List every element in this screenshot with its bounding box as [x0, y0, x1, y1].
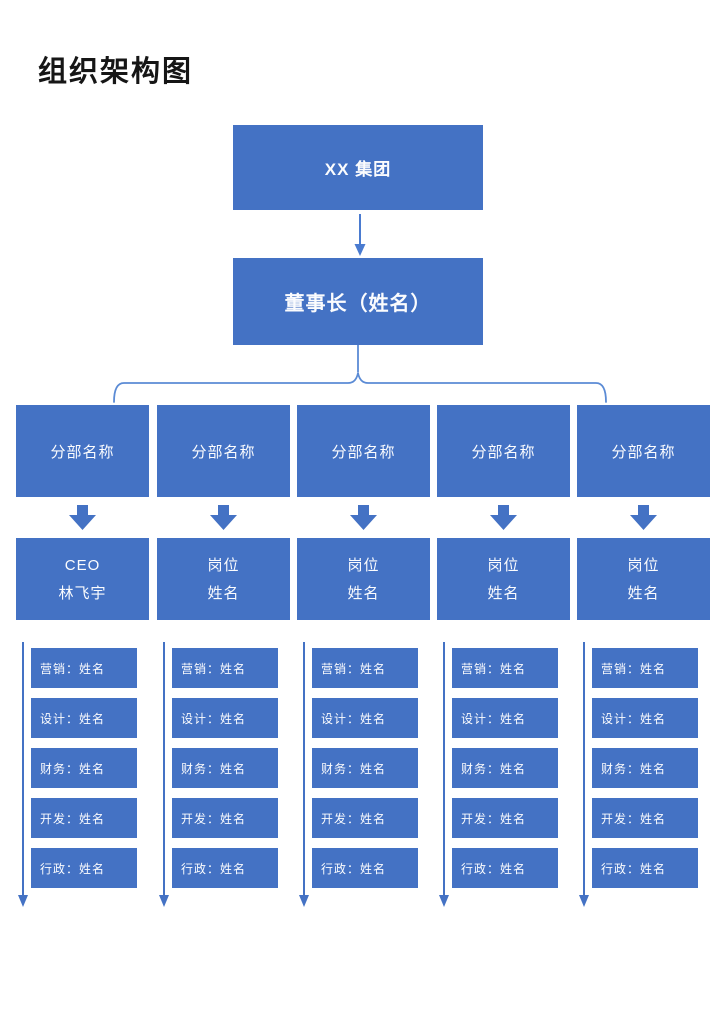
down-arrow-icon [354, 214, 366, 256]
staff-item: 行政：姓名 [592, 848, 698, 888]
block-down-arrow-icon [630, 505, 657, 530]
staff-item: 行政：姓名 [312, 848, 418, 888]
group-box: XX 集团 [233, 125, 483, 210]
staff-list: 营销：姓名 设计：姓名 财务：姓名 开发：姓名 行政：姓名 [592, 648, 698, 888]
leader-person: 姓名 [347, 584, 380, 602]
staff-item: 开发：姓名 [172, 798, 278, 838]
division-name-box: 分部名称 [577, 405, 710, 497]
staff-item: 设计：姓名 [312, 698, 418, 738]
division-name-box: 分部名称 [157, 405, 290, 497]
leader-role: 岗位 [487, 556, 520, 574]
flow-down-arrow-icon [439, 642, 449, 907]
staff-item: 设计：姓名 [592, 698, 698, 738]
staff-item: 开发：姓名 [592, 798, 698, 838]
staff-item: 财务：姓名 [312, 748, 418, 788]
staff-item: 设计：姓名 [31, 698, 137, 738]
staff-item: 开发：姓名 [452, 798, 558, 838]
staff-list: 营销：姓名 设计：姓名 财务：姓名 开发：姓名 行政：姓名 [452, 648, 558, 888]
leader-role: 岗位 [207, 556, 240, 574]
staff-item: 财务：姓名 [31, 748, 137, 788]
staff-item: 营销：姓名 [452, 648, 558, 688]
brace-connector-icon [113, 345, 607, 403]
staff-item: 行政：姓名 [452, 848, 558, 888]
division-column: 分部名称 岗位 姓名 营销：姓名 设计：姓名 财务：姓名 开发：姓名 行政：姓名 [577, 405, 710, 910]
staff-item: 营销：姓名 [31, 648, 137, 688]
division-column: 分部名称 CEO 林飞宇 营销：姓名 设计：姓名 财务：姓名 开发：姓名 行政：… [16, 405, 149, 910]
division-name-box: 分部名称 [16, 405, 149, 497]
page-title: 组织架构图 [38, 56, 194, 88]
block-down-arrow-icon [69, 505, 96, 530]
staff-item: 开发：姓名 [31, 798, 137, 838]
division-column: 分部名称 岗位 姓名 营销：姓名 设计：姓名 财务：姓名 开发：姓名 行政：姓名 [437, 405, 570, 910]
block-down-arrow-icon [350, 505, 377, 530]
division-column: 分部名称 岗位 姓名 营销：姓名 设计：姓名 财务：姓名 开发：姓名 行政：姓名 [297, 405, 430, 910]
staff-list: 营销：姓名 设计：姓名 财务：姓名 开发：姓名 行政：姓名 [31, 648, 137, 888]
leader-person: 姓名 [487, 584, 520, 602]
block-down-arrow-icon [210, 505, 237, 530]
staff-item: 营销：姓名 [312, 648, 418, 688]
staff-item: 营销：姓名 [592, 648, 698, 688]
staff-item: 开发：姓名 [312, 798, 418, 838]
leader-box: CEO 林飞宇 [16, 538, 149, 620]
staff-item: 设计：姓名 [172, 698, 278, 738]
leader-role: 岗位 [627, 556, 660, 574]
staff-item: 财务：姓名 [592, 748, 698, 788]
leader-person: 姓名 [627, 584, 660, 602]
flow-down-arrow-icon [299, 642, 309, 907]
leader-role: 岗位 [347, 556, 380, 574]
staff-item: 财务：姓名 [452, 748, 558, 788]
staff-item: 营销：姓名 [172, 648, 278, 688]
staff-list: 营销：姓名 设计：姓名 财务：姓名 开发：姓名 行政：姓名 [312, 648, 418, 888]
staff-item: 财务：姓名 [172, 748, 278, 788]
division-name-box: 分部名称 [297, 405, 430, 497]
leader-person: 林飞宇 [58, 584, 107, 602]
leader-person: 姓名 [207, 584, 240, 602]
staff-item: 行政：姓名 [172, 848, 278, 888]
flow-down-arrow-icon [579, 642, 589, 907]
chairman-box: 董事长（姓名） [233, 258, 483, 345]
leader-box: 岗位 姓名 [577, 538, 710, 620]
leader-box: 岗位 姓名 [297, 538, 430, 620]
staff-item: 设计：姓名 [452, 698, 558, 738]
staff-item: 行政：姓名 [31, 848, 137, 888]
leader-role: CEO [64, 556, 101, 574]
division-name-box: 分部名称 [437, 405, 570, 497]
flow-down-arrow-icon [159, 642, 169, 907]
leader-box: 岗位 姓名 [157, 538, 290, 620]
staff-list: 营销：姓名 设计：姓名 财务：姓名 开发：姓名 行政：姓名 [172, 648, 278, 888]
leader-box: 岗位 姓名 [437, 538, 570, 620]
flow-down-arrow-icon [18, 642, 28, 907]
block-down-arrow-icon [490, 505, 517, 530]
division-column: 分部名称 岗位 姓名 营销：姓名 设计：姓名 财务：姓名 开发：姓名 行政：姓名 [157, 405, 290, 910]
